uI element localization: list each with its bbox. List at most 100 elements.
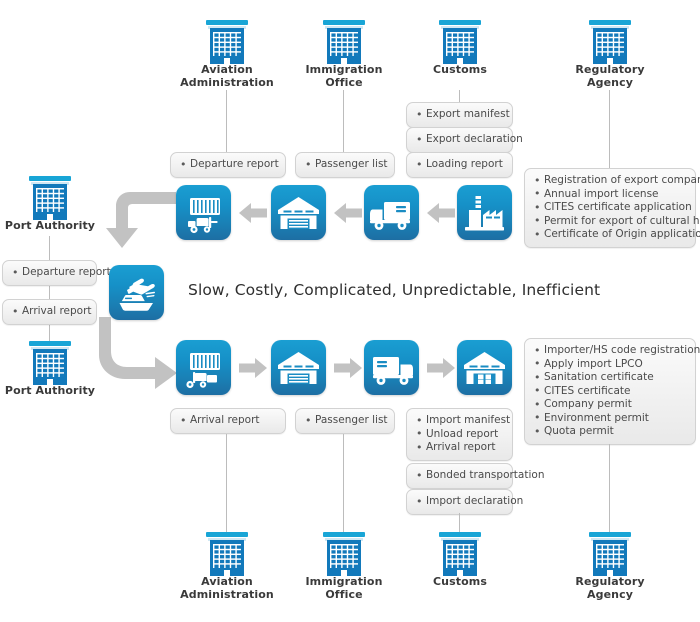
flow-arrow-export-1 bbox=[239, 202, 267, 224]
list-item: Departure report bbox=[180, 158, 279, 172]
list-item: Company permit bbox=[534, 398, 686, 412]
label-line1: Aviation bbox=[201, 575, 253, 588]
label-immigration-office-bottom: Immigration Office bbox=[283, 575, 405, 601]
label-immigration-office-top: Immigration Office bbox=[283, 63, 405, 89]
list-item: Passenger list bbox=[305, 414, 388, 428]
label-aviation-administration-top: Aviation Administration bbox=[166, 63, 288, 89]
box-regulatory-import-requirements[interactable]: Importer/HS code registration Apply impo… bbox=[524, 338, 700, 445]
label-line1: Immigration bbox=[305, 575, 383, 588]
label-line2: Office bbox=[325, 588, 363, 601]
list-item: Certificate of Origin application bbox=[534, 228, 700, 242]
box-passenger-list-import[interactable]: Passenger list bbox=[295, 408, 395, 434]
box-export-declaration[interactable]: Export declaration bbox=[406, 127, 523, 153]
label-port-authority-top: Port Authority bbox=[0, 219, 111, 232]
label-line2: Agency bbox=[587, 588, 633, 601]
list-item: Registration of export company/item bbox=[534, 174, 700, 188]
list-item: Quota permit bbox=[534, 425, 686, 439]
connector-immigration-top bbox=[343, 90, 345, 152]
building-icon-immigration-office-top bbox=[323, 20, 365, 66]
label-port-authority-bottom: Port Authority bbox=[0, 384, 111, 397]
curved-arrow-export-to-hub bbox=[98, 186, 178, 270]
list-item: Environment permit bbox=[534, 411, 686, 426]
curved-arrow-hub-to-import bbox=[95, 315, 190, 404]
tile-forklift-container-export[interactable] bbox=[176, 185, 231, 240]
connector-regulatory-top bbox=[609, 90, 611, 168]
building-icon-immigration-office-bottom bbox=[323, 532, 365, 578]
building-icon-regulatory-agency-top bbox=[589, 20, 631, 66]
box-arrival-report-import[interactable]: Arrival report bbox=[170, 408, 286, 434]
list-item: Departure report bbox=[12, 266, 111, 280]
building-icon-customs-bottom bbox=[439, 532, 481, 578]
label-line1: Port Authority bbox=[4, 219, 96, 232]
label-line1: Immigration bbox=[305, 63, 383, 76]
label-line2: Administration bbox=[180, 76, 274, 89]
list-item: CITES certificate application bbox=[534, 201, 692, 215]
list-item: Bonded transportation bbox=[416, 469, 544, 483]
label-line1: Regulatory bbox=[575, 63, 645, 76]
label-line1: Port Authority bbox=[4, 384, 96, 397]
connector-aviation-top bbox=[226, 90, 228, 152]
list-item: Passenger list bbox=[305, 158, 388, 172]
list-item: Arrival report bbox=[12, 305, 92, 319]
label-line1: Aviation bbox=[201, 63, 253, 76]
flow-arrow-import-3 bbox=[427, 357, 455, 379]
box-import-manifest-group[interactable]: Import manifest Unload report Arrival re… bbox=[406, 408, 513, 461]
tile-truck-import[interactable] bbox=[364, 340, 419, 395]
connector-regulatory-bottom bbox=[609, 444, 611, 532]
tile-forklift-container-import[interactable] bbox=[176, 340, 231, 395]
box-export-manifest[interactable]: Export manifest bbox=[406, 102, 513, 128]
label-customs-top: Customs bbox=[399, 63, 521, 76]
page-title-slogan: Slow, Costly, Complicated, Unpredictable… bbox=[188, 281, 601, 299]
label-line1: Customs bbox=[433, 63, 487, 76]
list-item: Unload report bbox=[416, 427, 503, 442]
box-arrival-report-port[interactable]: Arrival report bbox=[2, 299, 97, 325]
connector-immigration-bottom bbox=[343, 434, 345, 532]
label-line2: Agency bbox=[587, 76, 633, 89]
label-regulatory-agency-top: Regulatory Agency bbox=[549, 63, 671, 89]
flow-arrow-export-2 bbox=[334, 202, 362, 224]
connector-port-authority-mid bbox=[49, 286, 51, 300]
flow-arrow-import-1 bbox=[239, 357, 267, 379]
connector-port-authority-bottom bbox=[49, 322, 51, 344]
box-loading-report[interactable]: Loading report bbox=[406, 152, 513, 178]
list-item: Importer/HS code registration bbox=[534, 344, 700, 358]
label-line2: Administration bbox=[180, 588, 274, 601]
building-icon-port-authority-bottom bbox=[29, 341, 71, 387]
box-import-declaration[interactable]: Import declaration bbox=[406, 489, 523, 515]
tile-warehouse-export[interactable] bbox=[271, 185, 326, 240]
connector-aviation-bottom bbox=[226, 434, 228, 532]
list-item: Sanitation certificate bbox=[534, 371, 686, 385]
connector-customs-bottom bbox=[459, 513, 461, 532]
building-icon-port-authority-top bbox=[29, 176, 71, 222]
box-passenger-list-export[interactable]: Passenger list bbox=[295, 152, 395, 178]
box-departure-report-port[interactable]: Departure report bbox=[2, 260, 111, 286]
building-icon-aviation-administration-bottom bbox=[206, 532, 248, 578]
connector-port-authority-top bbox=[49, 236, 51, 260]
list-item: Arrival report bbox=[180, 414, 276, 428]
label-aviation-administration-bottom: Aviation Administration bbox=[166, 575, 288, 601]
list-item: CITES certificate bbox=[534, 384, 686, 399]
list-item: Import declaration bbox=[416, 495, 523, 509]
tile-plane-ship-hub[interactable] bbox=[109, 265, 164, 320]
list-item: Arrival report bbox=[416, 441, 503, 455]
tile-warehouse-import[interactable] bbox=[271, 340, 326, 395]
label-regulatory-agency-bottom: Regulatory Agency bbox=[549, 575, 671, 601]
list-item: Annual import license bbox=[534, 187, 686, 202]
list-item: Loading report bbox=[416, 158, 503, 172]
tile-factory-export[interactable] bbox=[457, 185, 512, 240]
label-customs-bottom: Customs bbox=[399, 575, 521, 588]
flow-arrow-import-2 bbox=[334, 357, 362, 379]
list-item: Import manifest bbox=[416, 414, 510, 428]
label-line1: Regulatory bbox=[575, 575, 645, 588]
box-regulatory-export-requirements[interactable]: Registration of export company/item Annu… bbox=[524, 168, 700, 248]
box-bonded-transportation[interactable]: Bonded transportation bbox=[406, 463, 544, 489]
list-item: Export declaration bbox=[416, 133, 523, 147]
tile-truck-export[interactable] bbox=[364, 185, 419, 240]
building-icon-regulatory-agency-bottom bbox=[589, 532, 631, 578]
tile-warehouse-storage-import[interactable] bbox=[457, 340, 512, 395]
box-departure-report-export[interactable]: Departure report bbox=[170, 152, 286, 178]
list-item: Permit for export of cultural heritage bbox=[534, 214, 700, 229]
list-item: Export manifest bbox=[416, 108, 510, 122]
building-icon-customs-top bbox=[439, 20, 481, 66]
